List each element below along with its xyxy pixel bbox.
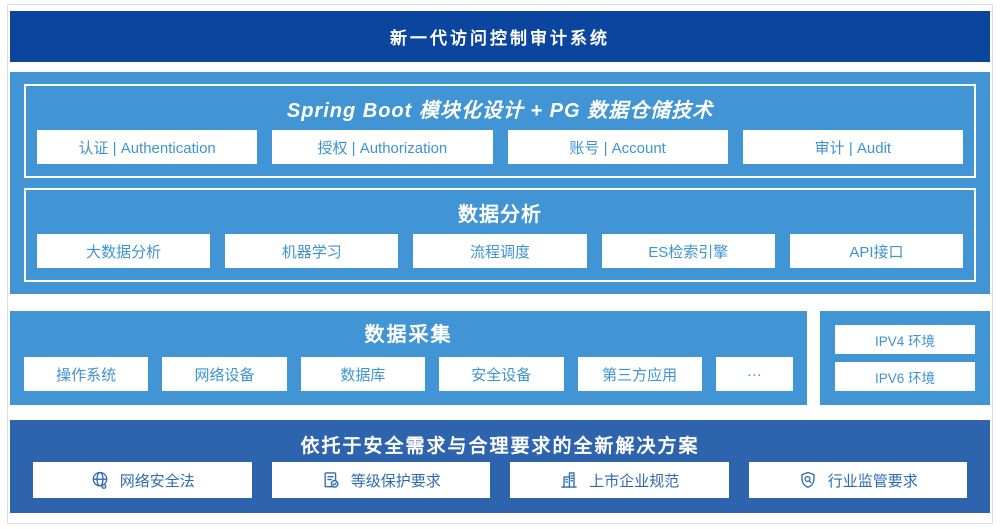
solution-title: 依托于安全需求与合理要求的全新解决方案 [300,435,700,457]
analysis-row: 大数据分析 机器学习 流程调度 ES检索引擎 API接口 [37,234,964,268]
building-icon [559,470,579,490]
module-authorization: 授权 | Authorization [272,130,493,164]
analysis-bigdata: 大数据分析 [37,234,211,268]
environments-panel: IPV4 环境 IPV6 环境 [820,311,990,405]
collect-os: 操作系统 [24,357,149,391]
platform-panel: Spring Boot 模块化设计 + PG 数据仓储技术 认证 | Authe… [10,72,990,294]
analysis-es-search: ES检索引擎 [601,234,775,268]
collection-row: 数据采集 操作系统 网络设备 数据库 安全设备 第三方应用 ··· IPV4 环… [10,311,990,405]
page-title: 新一代访问控制审计系统 [390,29,610,48]
solution-listed-company: 上市企业规范 [510,462,729,498]
analysis-machine-learning: 机器学习 [225,234,399,268]
collect-network-device: 网络设备 [162,357,287,391]
analysis-api: API接口 [789,234,964,268]
ipv4-environment: IPV4 环境 [835,325,975,354]
solution-item-label: 网络安全法 [119,472,195,490]
collect-ellipsis: ··· [715,357,793,391]
analysis-section: 数据分析 大数据分析 机器学习 流程调度 ES检索引擎 API接口 [24,188,976,282]
analysis-workflow: 流程调度 [413,234,587,268]
module-audit: 审计 | Audit [742,130,963,164]
solution-item-label: 等级保护要求 [350,472,441,490]
collection-title: 数据采集 [364,323,453,346]
document-check-icon [321,470,341,490]
solution-item-label: 行业监管要求 [827,472,918,490]
solution-classified-protection: 等级保护要求 [271,462,490,498]
solution-item-label: 上市企业规范 [589,472,680,490]
solution-industry-regulation: 行业监管要求 [748,462,967,498]
collection-items-row: 操作系统 网络设备 数据库 安全设备 第三方应用 ··· [24,357,793,391]
module-authentication: 认证 | Authentication [37,130,258,164]
collect-security-device: 安全设备 [439,357,564,391]
solution-cybersecurity-law: 网络安全法 [33,462,252,498]
analysis-section-title: 数据分析 [458,203,542,226]
solution-panel: 依托于安全需求与合理要求的全新解决方案 网络安全法 [10,420,990,513]
ipv6-environment: IPV6 环境 [835,362,975,391]
collect-database: 数据库 [300,357,426,391]
collect-third-party-app: 第三方应用 [577,357,702,391]
globe-icon [90,470,110,490]
top-banner: 新一代访问控制审计系统 [10,11,990,62]
modules-row: 认证 | Authentication 授权 | Authorization 账… [37,130,963,164]
solution-items-row: 网络安全法 等级保护要求 [33,462,967,498]
collection-panel: 数据采集 操作系统 网络设备 数据库 安全设备 第三方应用 ··· [10,311,807,405]
modules-section: Spring Boot 模块化设计 + PG 数据仓储技术 认证 | Authe… [24,84,976,178]
shield-search-icon [798,470,818,490]
modules-section-title: Spring Boot 模块化设计 + PG 数据仓储技术 [286,99,714,122]
module-account: 账号 | Account [507,130,728,164]
